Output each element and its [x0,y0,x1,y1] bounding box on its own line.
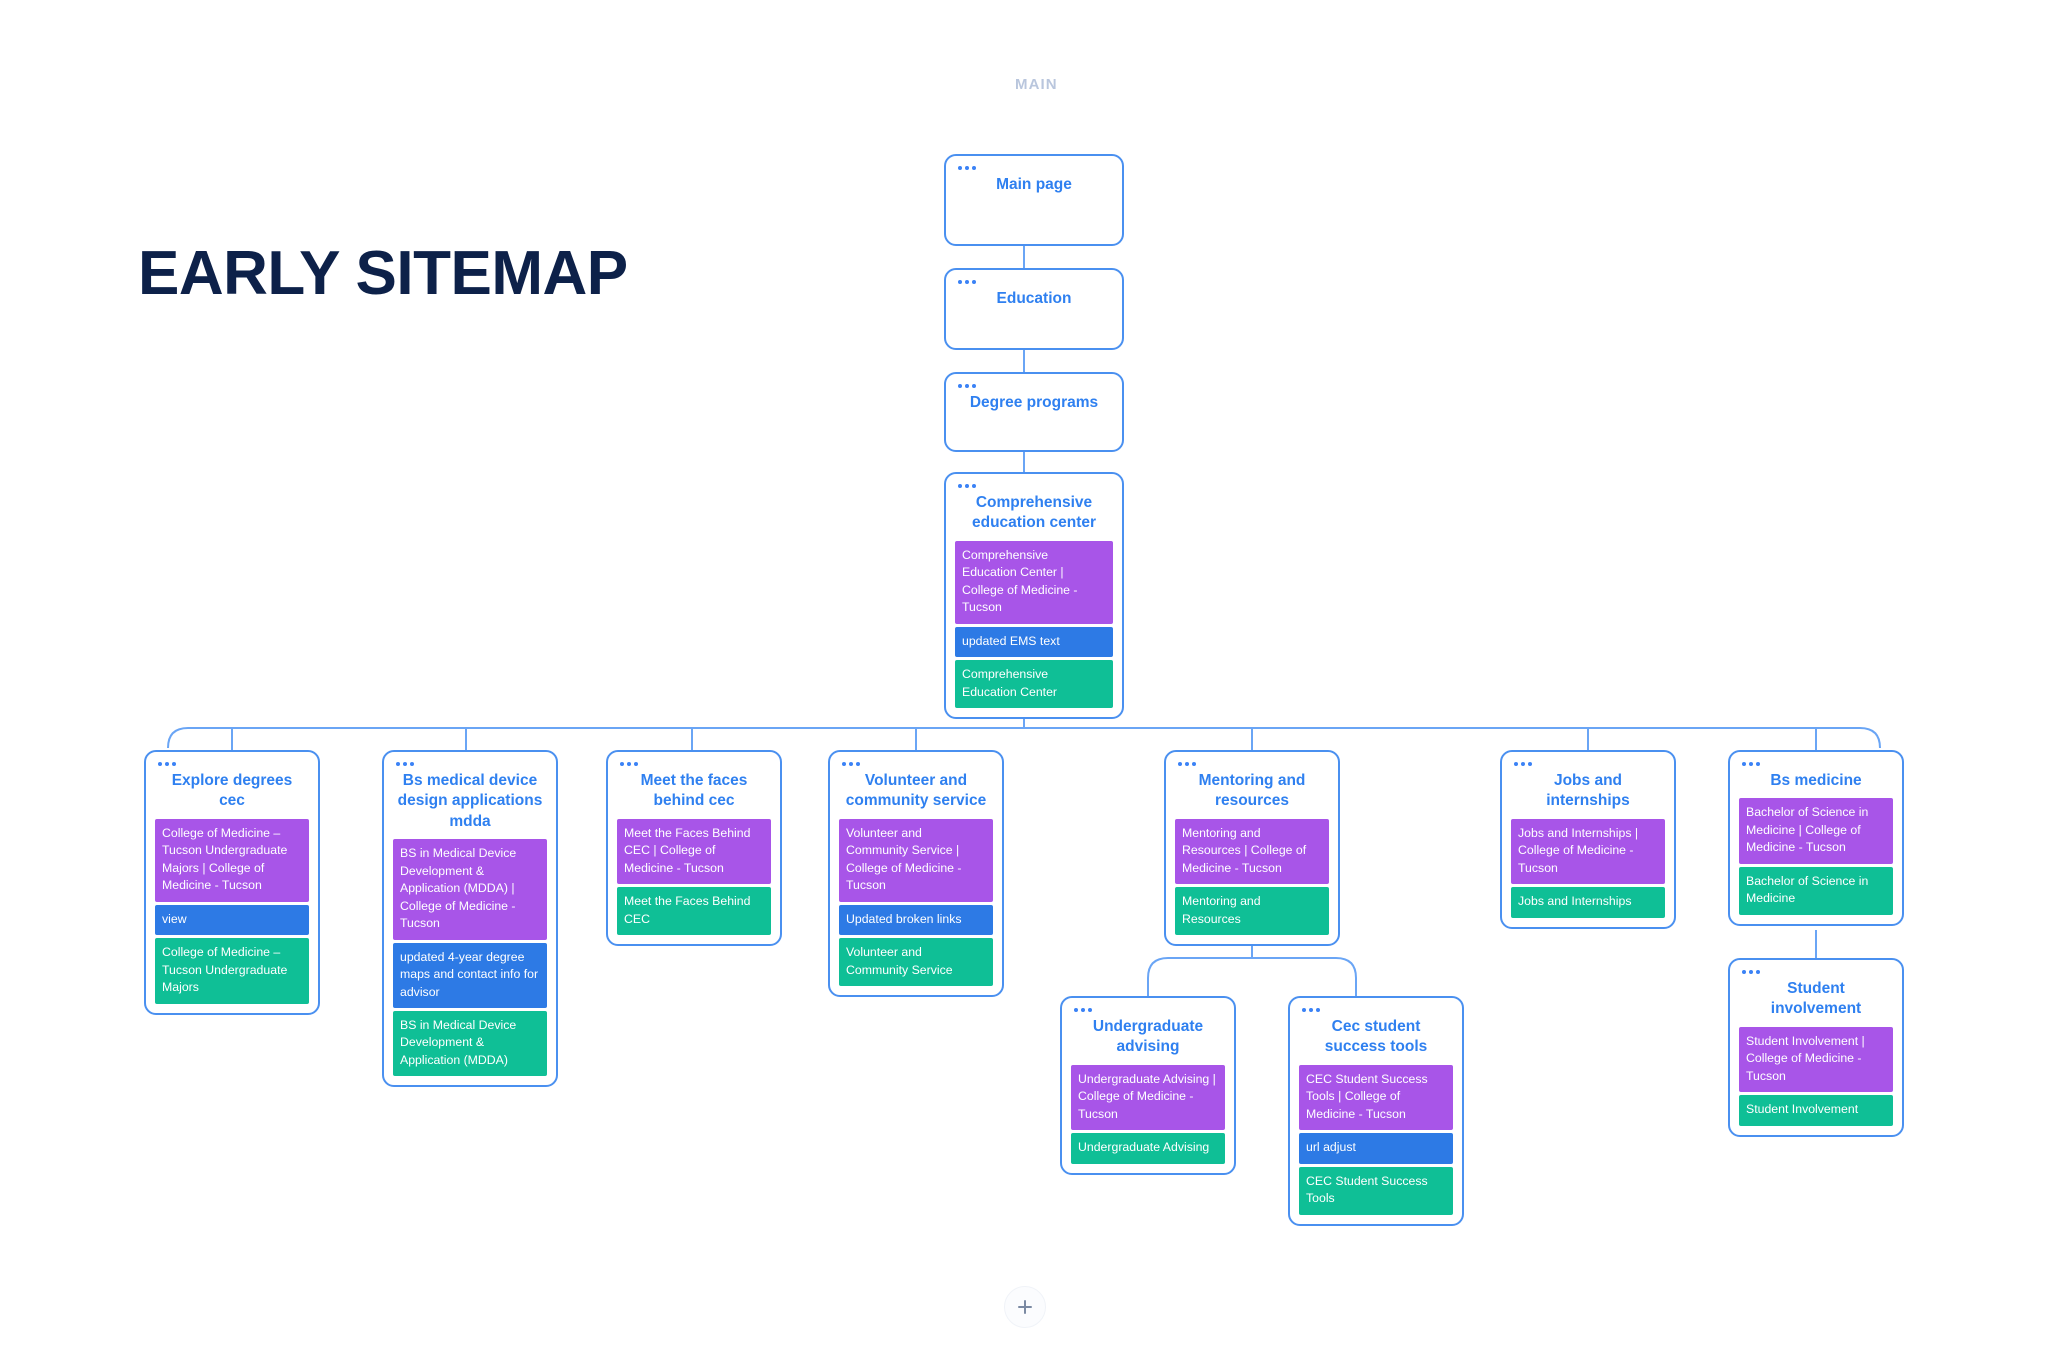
node-menu-dots-icon[interactable] [1742,762,1893,766]
node-section-page-label[interactable]: Mentoring and Resources [1175,887,1329,936]
node-menu-dots-icon[interactable] [620,762,771,766]
node-sections: Bachelor of Science in Medicine | Colleg… [1739,798,1893,915]
node-menu-dots-icon[interactable] [1514,762,1665,766]
node-section-page-title[interactable]: College of Medicine – Tucson Undergradua… [155,818,309,902]
node-undergraduate-advising[interactable]: Undergraduate advising Undergraduate Adv… [1060,996,1236,1175]
node-section-page-label[interactable]: Volunteer and Community Service [839,938,993,987]
node-title: Student involvement [1770,980,1862,1018]
node-volunteer-and-community-service[interactable]: Volunteer and community service Voluntee… [828,750,1004,998]
node-section-page-title[interactable]: Mentoring and Resources | College of Med… [1175,818,1329,885]
node-section-page-title[interactable]: Bachelor of Science in Medicine | Colleg… [1739,798,1893,864]
node-sections: Meet the Faces Behind CEC | College of M… [617,818,771,936]
node-section-page-label[interactable]: Undergraduate Advising [1071,1133,1225,1164]
node-title: Comprehensive education center [971,494,1097,532]
node-title: Bs medical device design applications md… [397,772,543,830]
node-section-page-label[interactable]: Comprehensive Education Center [955,660,1113,709]
node-menu-dots-icon[interactable] [396,762,547,766]
node-section-note[interactable]: url adjust [1299,1133,1453,1164]
node-title: Education [996,290,1072,307]
node-title: Volunteer and community service [845,772,987,810]
node-section-page-label[interactable]: BS in Medical Device Development & Appli… [393,1010,547,1077]
node-section-page-title[interactable]: Jobs and Internships | College of Medici… [1511,818,1665,885]
node-section-page-title[interactable]: CEC Student Success Tools | College of M… [1299,1064,1453,1131]
node-section-note[interactable]: updated 4-year degree maps and contact i… [393,942,547,1008]
node-menu-dots-icon[interactable] [158,762,309,766]
node-section-page-label[interactable]: CEC Student Success Tools [1299,1166,1453,1215]
add-node-button[interactable] [1004,1286,1046,1328]
node-menu-dots-icon[interactable] [958,280,1113,284]
node-sections: CEC Student Success Tools | College of M… [1299,1064,1453,1215]
node-education[interactable]: Education [944,268,1124,350]
node-mentoring-and-resources[interactable]: Mentoring and resources Mentoring and Re… [1164,750,1340,947]
node-title: Jobs and internships [1546,772,1630,810]
node-title: Main page [996,176,1072,193]
node-sections: Student Involvement | College of Medicin… [1739,1026,1893,1126]
node-sections: BS in Medical Device Development & Appli… [393,839,547,1077]
plus-icon [1018,1300,1032,1314]
node-sections: Comprehensive Education Center | College… [955,540,1113,709]
node-section-page-title[interactable]: BS in Medical Device Development & Appli… [393,839,547,940]
node-title: Mentoring and resources [1198,772,1306,810]
node-title: Degree programs [969,394,1099,411]
node-sections: Mentoring and Resources | College of Med… [1175,818,1329,936]
node-bs-medical-device-design-applications-mdda[interactable]: Bs medical device design applications md… [382,750,558,1088]
node-sections: Volunteer and Community Service | Colleg… [839,818,993,987]
node-section-note[interactable]: Updated broken links [839,904,993,936]
node-section-page-title[interactable]: Meet the Faces Behind CEC | College of M… [617,818,771,885]
node-degree-programs[interactable]: Degree programs [944,372,1124,452]
node-section-page-title[interactable]: Comprehensive Education Center | College… [955,540,1113,624]
node-section-page-title[interactable]: Volunteer and Community Service | Colleg… [839,818,993,902]
node-section-page-label[interactable]: College of Medicine – Tucson Undergradua… [155,938,309,1004]
node-title: Explore degrees cec [171,772,293,810]
node-menu-dots-icon[interactable] [1302,1008,1453,1012]
node-section-page-label[interactable]: Bachelor of Science in Medicine [1739,866,1893,915]
node-sections: Jobs and Internships | College of Medici… [1511,818,1665,918]
node-sections: Undergraduate Advising | College of Medi… [1071,1064,1225,1164]
node-menu-dots-icon[interactable] [958,384,1113,388]
node-menu-dots-icon[interactable] [958,484,1113,488]
node-menu-dots-icon[interactable] [958,166,1113,170]
node-section-page-title[interactable]: Student Involvement | College of Medicin… [1739,1026,1893,1093]
node-menu-dots-icon[interactable] [1074,1008,1225,1012]
node-explore-degrees-cec[interactable]: Explore degrees cec College of Medicine … [144,750,320,1015]
node-title: Undergraduate advising [1092,1018,1204,1056]
node-cec-student-success-tools[interactable]: Cec student success tools CEC Student Su… [1288,996,1464,1226]
node-menu-dots-icon[interactable] [1178,762,1329,766]
node-section-page-label[interactable]: Meet the Faces Behind CEC [617,887,771,936]
node-menu-dots-icon[interactable] [1742,970,1893,974]
node-student-involvement[interactable]: Student involvement Student Involvement … [1728,958,1904,1137]
node-section-note[interactable]: updated EMS text [955,626,1113,658]
node-jobs-and-internships[interactable]: Jobs and internships Jobs and Internship… [1500,750,1676,929]
node-section-note[interactable]: view [155,904,309,936]
node-section-page-label[interactable]: Jobs and Internships [1511,887,1665,918]
section-label: MAIN [1015,76,1058,93]
node-title: Meet the faces behind cec [640,772,748,810]
node-menu-dots-icon[interactable] [842,762,993,766]
node-bs-medicine[interactable]: Bs medicine Bachelor of Science in Medic… [1728,750,1904,926]
node-section-page-label[interactable]: Student Involvement [1739,1095,1893,1126]
node-meet-the-faces-behind-cec[interactable]: Meet the faces behind cec Meet the Faces… [606,750,782,947]
node-main-page[interactable]: Main page [944,154,1124,246]
node-comprehensive-education-center[interactable]: Comprehensive education center Comprehen… [944,472,1124,720]
page-title: EARLY SITEMAP [138,239,628,308]
node-title: Bs medicine [1770,772,1862,789]
node-title: Cec student success tools [1324,1018,1428,1056]
node-sections: College of Medicine – Tucson Undergradua… [155,818,309,1004]
node-section-page-title[interactable]: Undergraduate Advising | College of Medi… [1071,1064,1225,1131]
